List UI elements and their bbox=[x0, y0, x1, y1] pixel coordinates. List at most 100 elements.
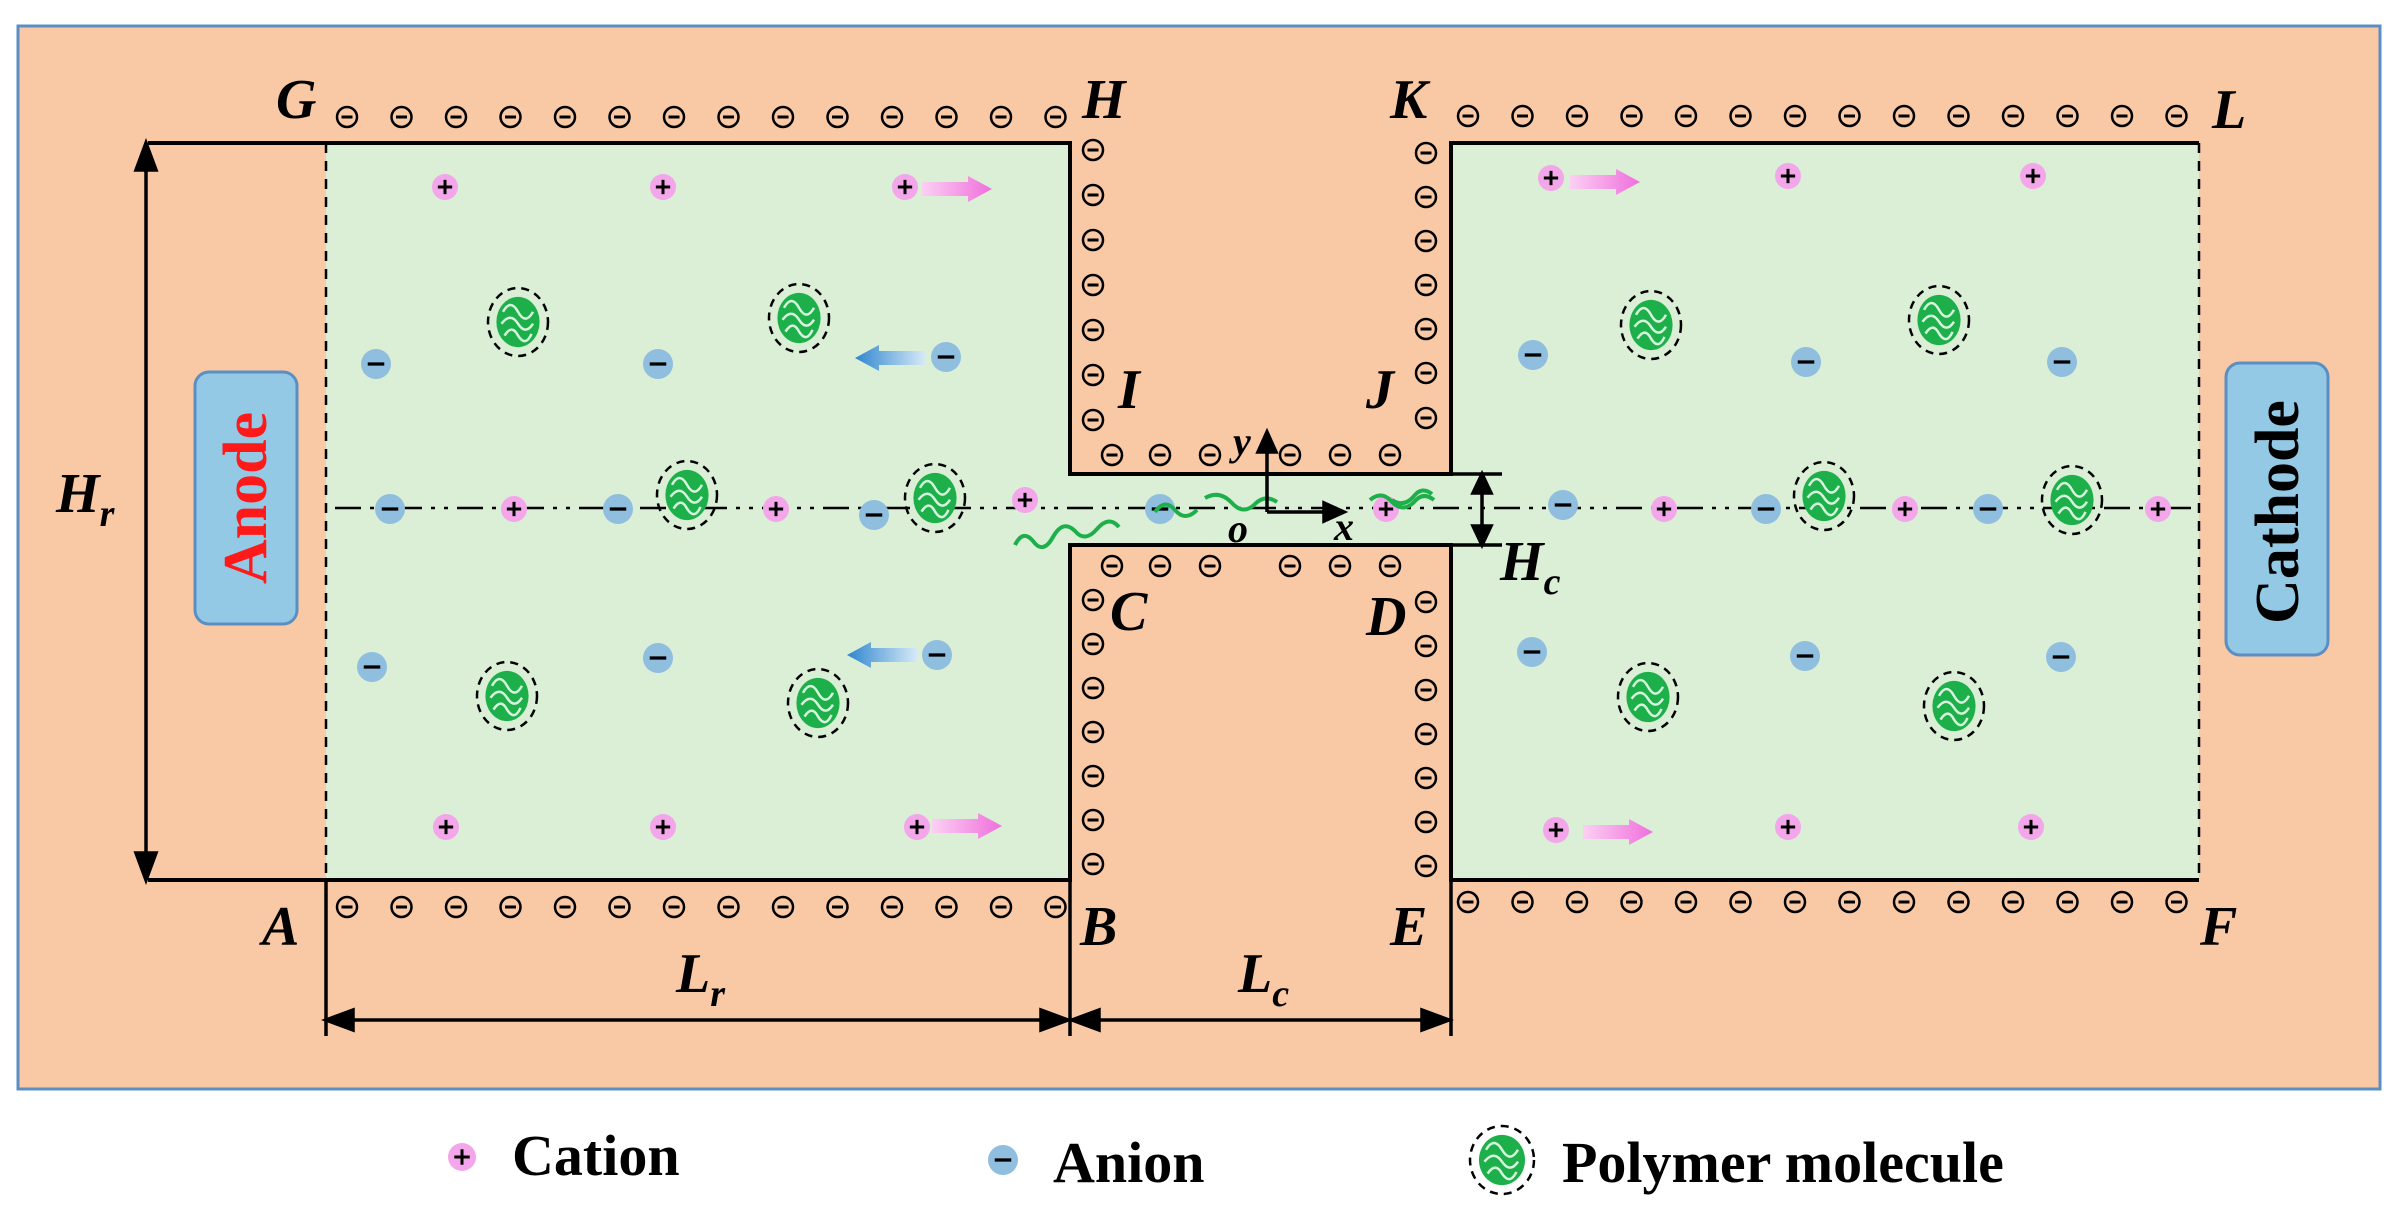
wall-negative-charge bbox=[1081, 720, 1105, 744]
wall-negative-charge bbox=[1674, 104, 1698, 128]
wall-negative-charge bbox=[444, 895, 468, 919]
wall-negative-charge bbox=[1414, 634, 1438, 658]
polymer-molecule bbox=[1922, 670, 1986, 742]
cation bbox=[501, 496, 527, 522]
dim-Hc: Hc bbox=[1499, 531, 1561, 603]
cation bbox=[448, 1143, 476, 1171]
wall-negative-charge bbox=[1947, 890, 1970, 914]
wall-negative-charge bbox=[826, 105, 849, 129]
anion bbox=[2047, 347, 2077, 377]
wall-negative-charge bbox=[1892, 890, 1916, 914]
polymer-molecule bbox=[655, 459, 719, 531]
polymer-molecule bbox=[475, 660, 539, 732]
polymer-molecules bbox=[475, 282, 2104, 742]
cation bbox=[1651, 496, 1677, 522]
wall-negative-charge bbox=[1414, 766, 1438, 790]
cation-migration-arrow bbox=[932, 813, 1002, 839]
wall-negative-charge bbox=[1378, 443, 1402, 467]
cation bbox=[650, 174, 676, 200]
polymer-molecule bbox=[767, 282, 831, 354]
anion bbox=[357, 652, 387, 682]
polymer-molecule bbox=[903, 462, 967, 534]
wall-negative-charge bbox=[1414, 229, 1438, 253]
wall-negative-charge bbox=[2110, 104, 2134, 128]
wall-negative-charge bbox=[1414, 361, 1438, 385]
wall-negative-charge bbox=[1081, 363, 1105, 387]
anion bbox=[643, 643, 673, 673]
wall-negative-charge bbox=[1414, 317, 1438, 341]
cation bbox=[2018, 814, 2044, 840]
wall-negative-charge bbox=[1565, 104, 1589, 128]
dim-Lc: Lc bbox=[1237, 943, 1289, 1015]
anion bbox=[1791, 347, 1821, 377]
left-reservoir-top-wall bbox=[148, 141, 2199, 476]
wall-negative-charge bbox=[935, 895, 958, 919]
wall-negative-charge bbox=[444, 105, 468, 129]
dimension-lines bbox=[133, 137, 1502, 1036]
point-I: I bbox=[1117, 359, 1142, 421]
wall-negative-charge bbox=[1511, 890, 1534, 914]
wall-negative-charge bbox=[1674, 890, 1698, 914]
point-L: L bbox=[2211, 79, 2246, 141]
wall-negative-charge bbox=[1414, 810, 1438, 834]
wall-negative-charge bbox=[1081, 676, 1105, 700]
cation bbox=[1775, 814, 1801, 840]
wall-negative-charge bbox=[1198, 443, 1222, 467]
wall-negative-charge bbox=[390, 105, 413, 129]
polymer-molecule bbox=[1616, 661, 1680, 733]
wall-negative-charge bbox=[1081, 852, 1105, 876]
wall-negative-charge bbox=[989, 895, 1013, 919]
anion bbox=[1518, 340, 1548, 370]
anode: Anode bbox=[193, 370, 299, 626]
axis-x-label: x bbox=[1333, 504, 1354, 549]
wall-negative-charge bbox=[1414, 185, 1438, 209]
wall-negative-charge bbox=[553, 895, 577, 919]
wall-negative-charge bbox=[2001, 104, 2025, 128]
wall-negative-charge bbox=[989, 105, 1013, 129]
point-H: H bbox=[1081, 69, 1127, 131]
polymer-molecule bbox=[1907, 284, 1971, 356]
wall-negative-charge bbox=[1081, 632, 1105, 656]
wall-negative-charge bbox=[1081, 318, 1105, 342]
wall-negative-charge bbox=[771, 895, 795, 919]
wall-negative-charge bbox=[1783, 104, 1807, 128]
wall-negative-charge bbox=[1100, 554, 1124, 578]
anion bbox=[603, 494, 633, 524]
wall-negative-charge bbox=[1456, 104, 1480, 128]
cathode: Cathode bbox=[2224, 361, 2330, 657]
anion-migration-arrow bbox=[855, 345, 925, 371]
polymer-molecule bbox=[1792, 460, 1856, 532]
wall-negative-charge bbox=[1729, 104, 1752, 128]
wall-negative-charge bbox=[1081, 764, 1105, 788]
anion-migration-arrow bbox=[847, 642, 917, 668]
walls bbox=[148, 141, 2201, 882]
wall-negative-charge bbox=[608, 105, 631, 129]
anion bbox=[931, 342, 961, 372]
cation bbox=[432, 174, 458, 200]
anion bbox=[859, 500, 889, 530]
legend-polymer-symbol bbox=[1468, 1124, 1536, 1196]
cation bbox=[1538, 165, 1564, 191]
cation bbox=[1775, 163, 1801, 189]
wall-negative-charge bbox=[662, 895, 686, 919]
wall-negative-charge bbox=[717, 895, 740, 919]
cation-migration-arrow bbox=[1583, 819, 1653, 845]
anion bbox=[2046, 642, 2076, 672]
point-J: J bbox=[1365, 359, 1396, 421]
wall-negative-charge bbox=[1414, 273, 1438, 297]
legend: Cation Anion Polymer molecule bbox=[448, 1123, 2004, 1196]
legend-anion-symbol bbox=[988, 1145, 1018, 1175]
polymer-molecule bbox=[1619, 289, 1683, 361]
wall-negative-charge bbox=[1838, 104, 1861, 128]
wall-negative-charge bbox=[2056, 104, 2079, 128]
wall-negative-charge bbox=[1729, 890, 1752, 914]
wall-negative-charge bbox=[499, 895, 522, 919]
point-A: A bbox=[259, 896, 299, 958]
legend-anion-label: Anion bbox=[1053, 1130, 1205, 1195]
dim-Lr: Lr bbox=[675, 943, 726, 1015]
wall-negative-charge bbox=[2001, 890, 2025, 914]
wall-negative-charge bbox=[1081, 408, 1105, 432]
wall-negative-charge bbox=[1414, 590, 1438, 614]
polymer-molecule bbox=[486, 286, 550, 358]
